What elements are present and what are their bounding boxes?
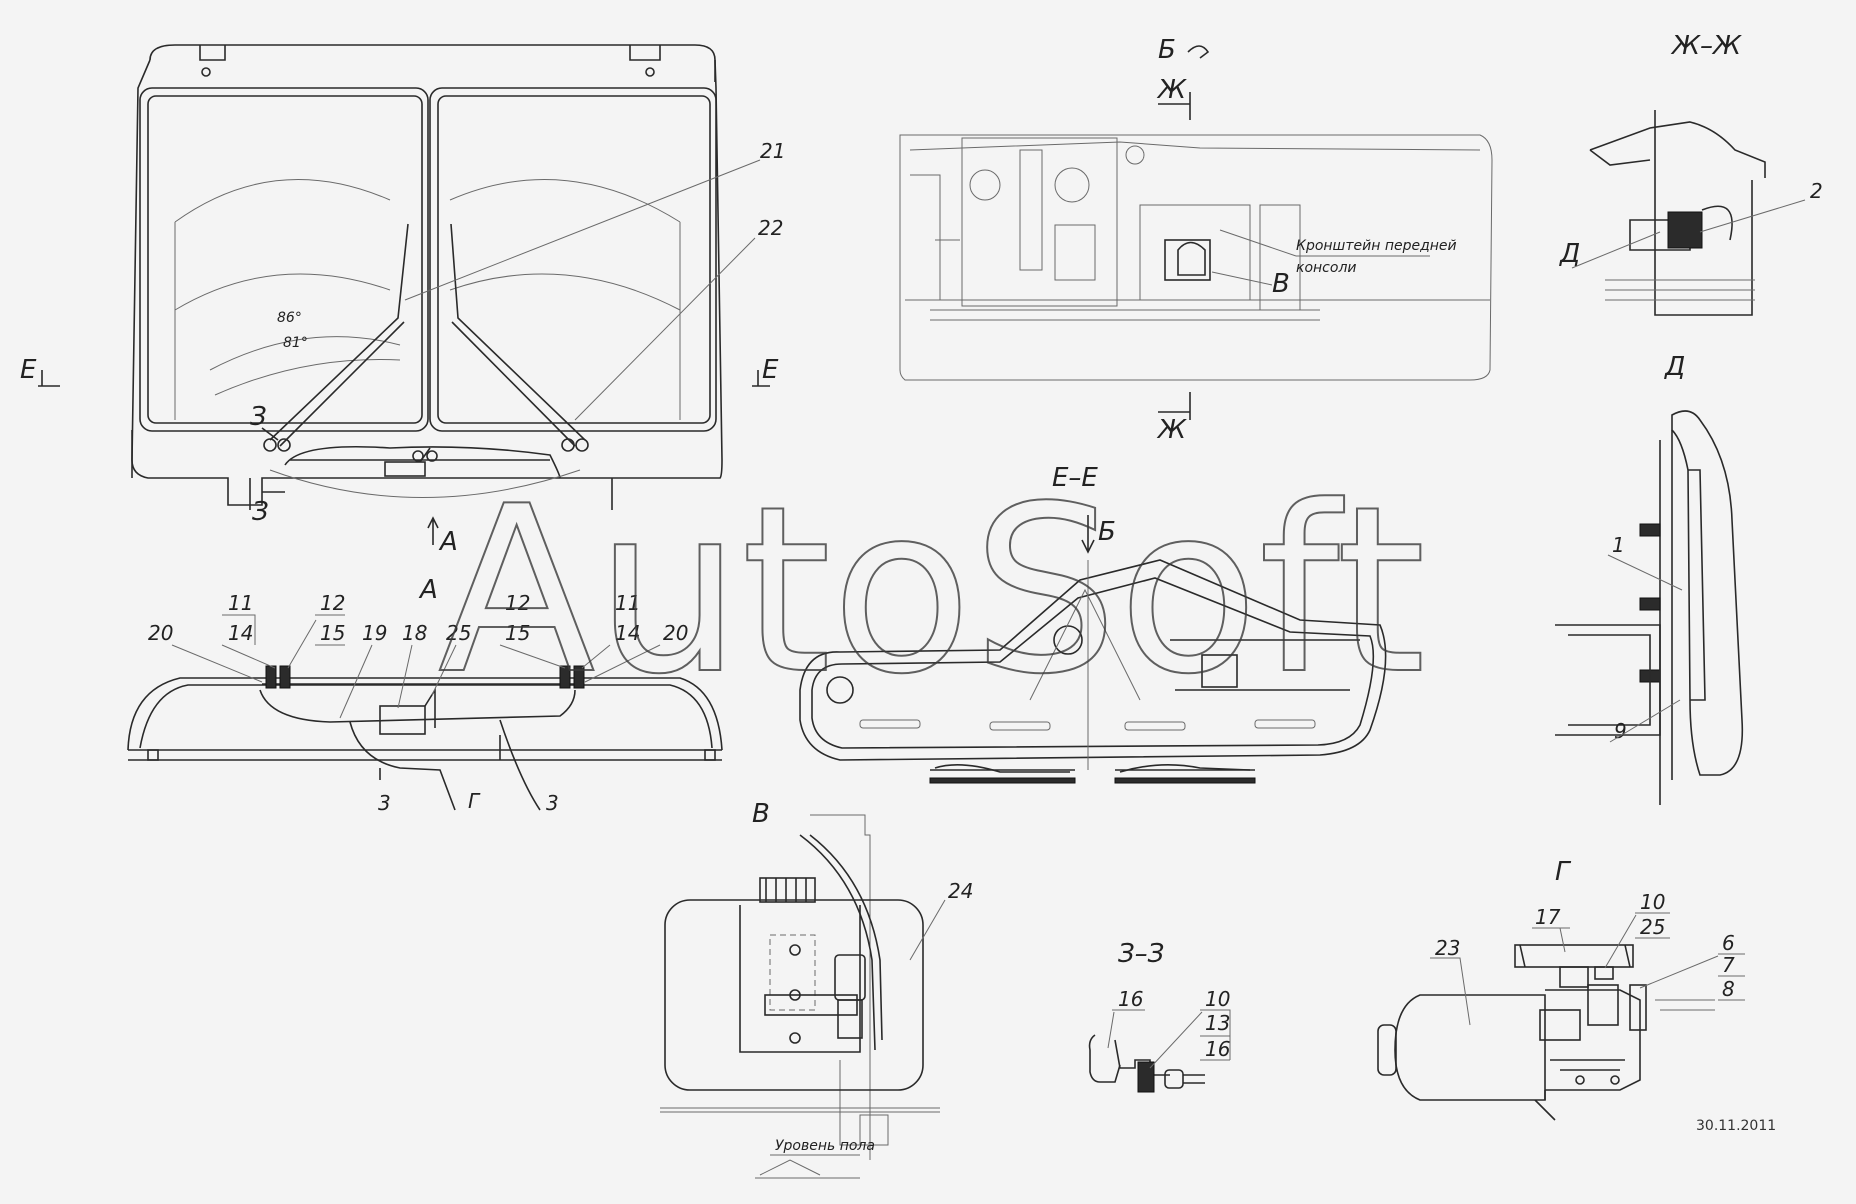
- label-20-right: 20: [663, 621, 688, 645]
- section-mark-e-left: Е: [20, 355, 37, 385]
- label-6: 6: [1722, 931, 1735, 955]
- label-19: 19: [362, 621, 387, 645]
- bracket-note-line2: консоли: [1296, 260, 1356, 276]
- label-12-left: 12: [320, 591, 345, 615]
- label-11-right: 11: [615, 591, 640, 615]
- front-view: Е Е З З А 86° 81° 21 22: [20, 44, 785, 557]
- view-pointer-d: Д: [1559, 239, 1580, 269]
- label-2: 2: [1810, 179, 1823, 203]
- section-mark-z-top: З: [250, 402, 267, 432]
- label-14-left: 14: [228, 621, 253, 645]
- angle-81: 81°: [283, 335, 308, 351]
- section-mark-zh-top: Ж: [1156, 75, 1187, 105]
- bracket-note-line1: Кронштейн передней: [1296, 238, 1457, 254]
- section-z-z: З–З 16 10 13 16: [1088, 939, 1231, 1093]
- label-14-right: 14: [615, 621, 640, 645]
- label-17: 17: [1535, 905, 1561, 929]
- label-10-g: 10: [1640, 890, 1665, 914]
- view-mark-b-arrow: Б: [1098, 517, 1116, 547]
- view-title-v: В: [752, 799, 770, 829]
- view-a: А 11 14 12 15 20 19 18 25 12 15 11 14: [127, 575, 723, 815]
- label-3-right: 3: [546, 791, 559, 815]
- label-24: 24: [948, 879, 973, 903]
- label-11-left: 11: [228, 591, 253, 615]
- section-e-e: Е–Е Б: [799, 463, 1387, 784]
- section-title-zh-zh: Ж–Ж: [1670, 31, 1742, 61]
- drawing-date: 30.11.2011: [1696, 1118, 1776, 1134]
- view-title-a: А: [418, 575, 438, 605]
- label-20-left: 20: [148, 621, 173, 645]
- label-3-left: 3: [378, 791, 391, 815]
- section-mark-zh-bottom: Ж: [1156, 415, 1187, 445]
- view-v: В Уровень пола 24: [660, 799, 973, 1179]
- view-title-b: Б: [1158, 35, 1176, 65]
- label-21: 21: [760, 139, 785, 163]
- label-13-zz: 13: [1205, 1011, 1230, 1035]
- section-title-e-e: Е–Е: [1052, 463, 1098, 493]
- floor-level-note: Уровень пола: [775, 1138, 875, 1154]
- label-16-zz: 16: [1205, 1037, 1230, 1061]
- label-12-right: 12: [505, 591, 530, 615]
- view-b: Б Ж Ж Кронштейн передней консоли В: [899, 35, 1493, 445]
- section-title-z-z: З–З: [1118, 939, 1164, 969]
- label-25-a: 25: [446, 621, 471, 645]
- section-mark-e-right: Е: [762, 355, 779, 385]
- view-d: Д 1 9: [1555, 352, 1744, 805]
- label-15-left: 15: [320, 621, 345, 645]
- section-zh-zh: Ж–Ж 2 Д: [1559, 31, 1823, 316]
- label-15-right: 15: [505, 621, 530, 645]
- view-title-d: Д: [1664, 352, 1685, 382]
- watermark-text: AutoSoft: [438, 458, 1426, 725]
- label-g-pointer: Г: [468, 789, 481, 813]
- label-7: 7: [1722, 953, 1735, 977]
- label-1: 1: [1612, 533, 1625, 557]
- view-pointer-v: В: [1272, 269, 1290, 299]
- section-mark-z-bottom: З: [252, 497, 269, 527]
- angle-86: 86°: [277, 310, 302, 326]
- label-22: 22: [758, 216, 783, 240]
- label-18: 18: [402, 621, 427, 645]
- bolt-row: [1639, 523, 1661, 683]
- view-arrow-a: А: [438, 527, 458, 557]
- label-16-top: 16: [1118, 987, 1143, 1011]
- label-8: 8: [1722, 977, 1735, 1001]
- view-title-g: Г: [1555, 857, 1572, 887]
- view-g: Г 17 10 25 6 7 8 23: [1377, 857, 1745, 1121]
- label-23: 23: [1435, 936, 1460, 960]
- label-9: 9: [1614, 719, 1627, 743]
- label-25-g: 25: [1640, 915, 1665, 939]
- label-10-zz: 10: [1205, 987, 1230, 1011]
